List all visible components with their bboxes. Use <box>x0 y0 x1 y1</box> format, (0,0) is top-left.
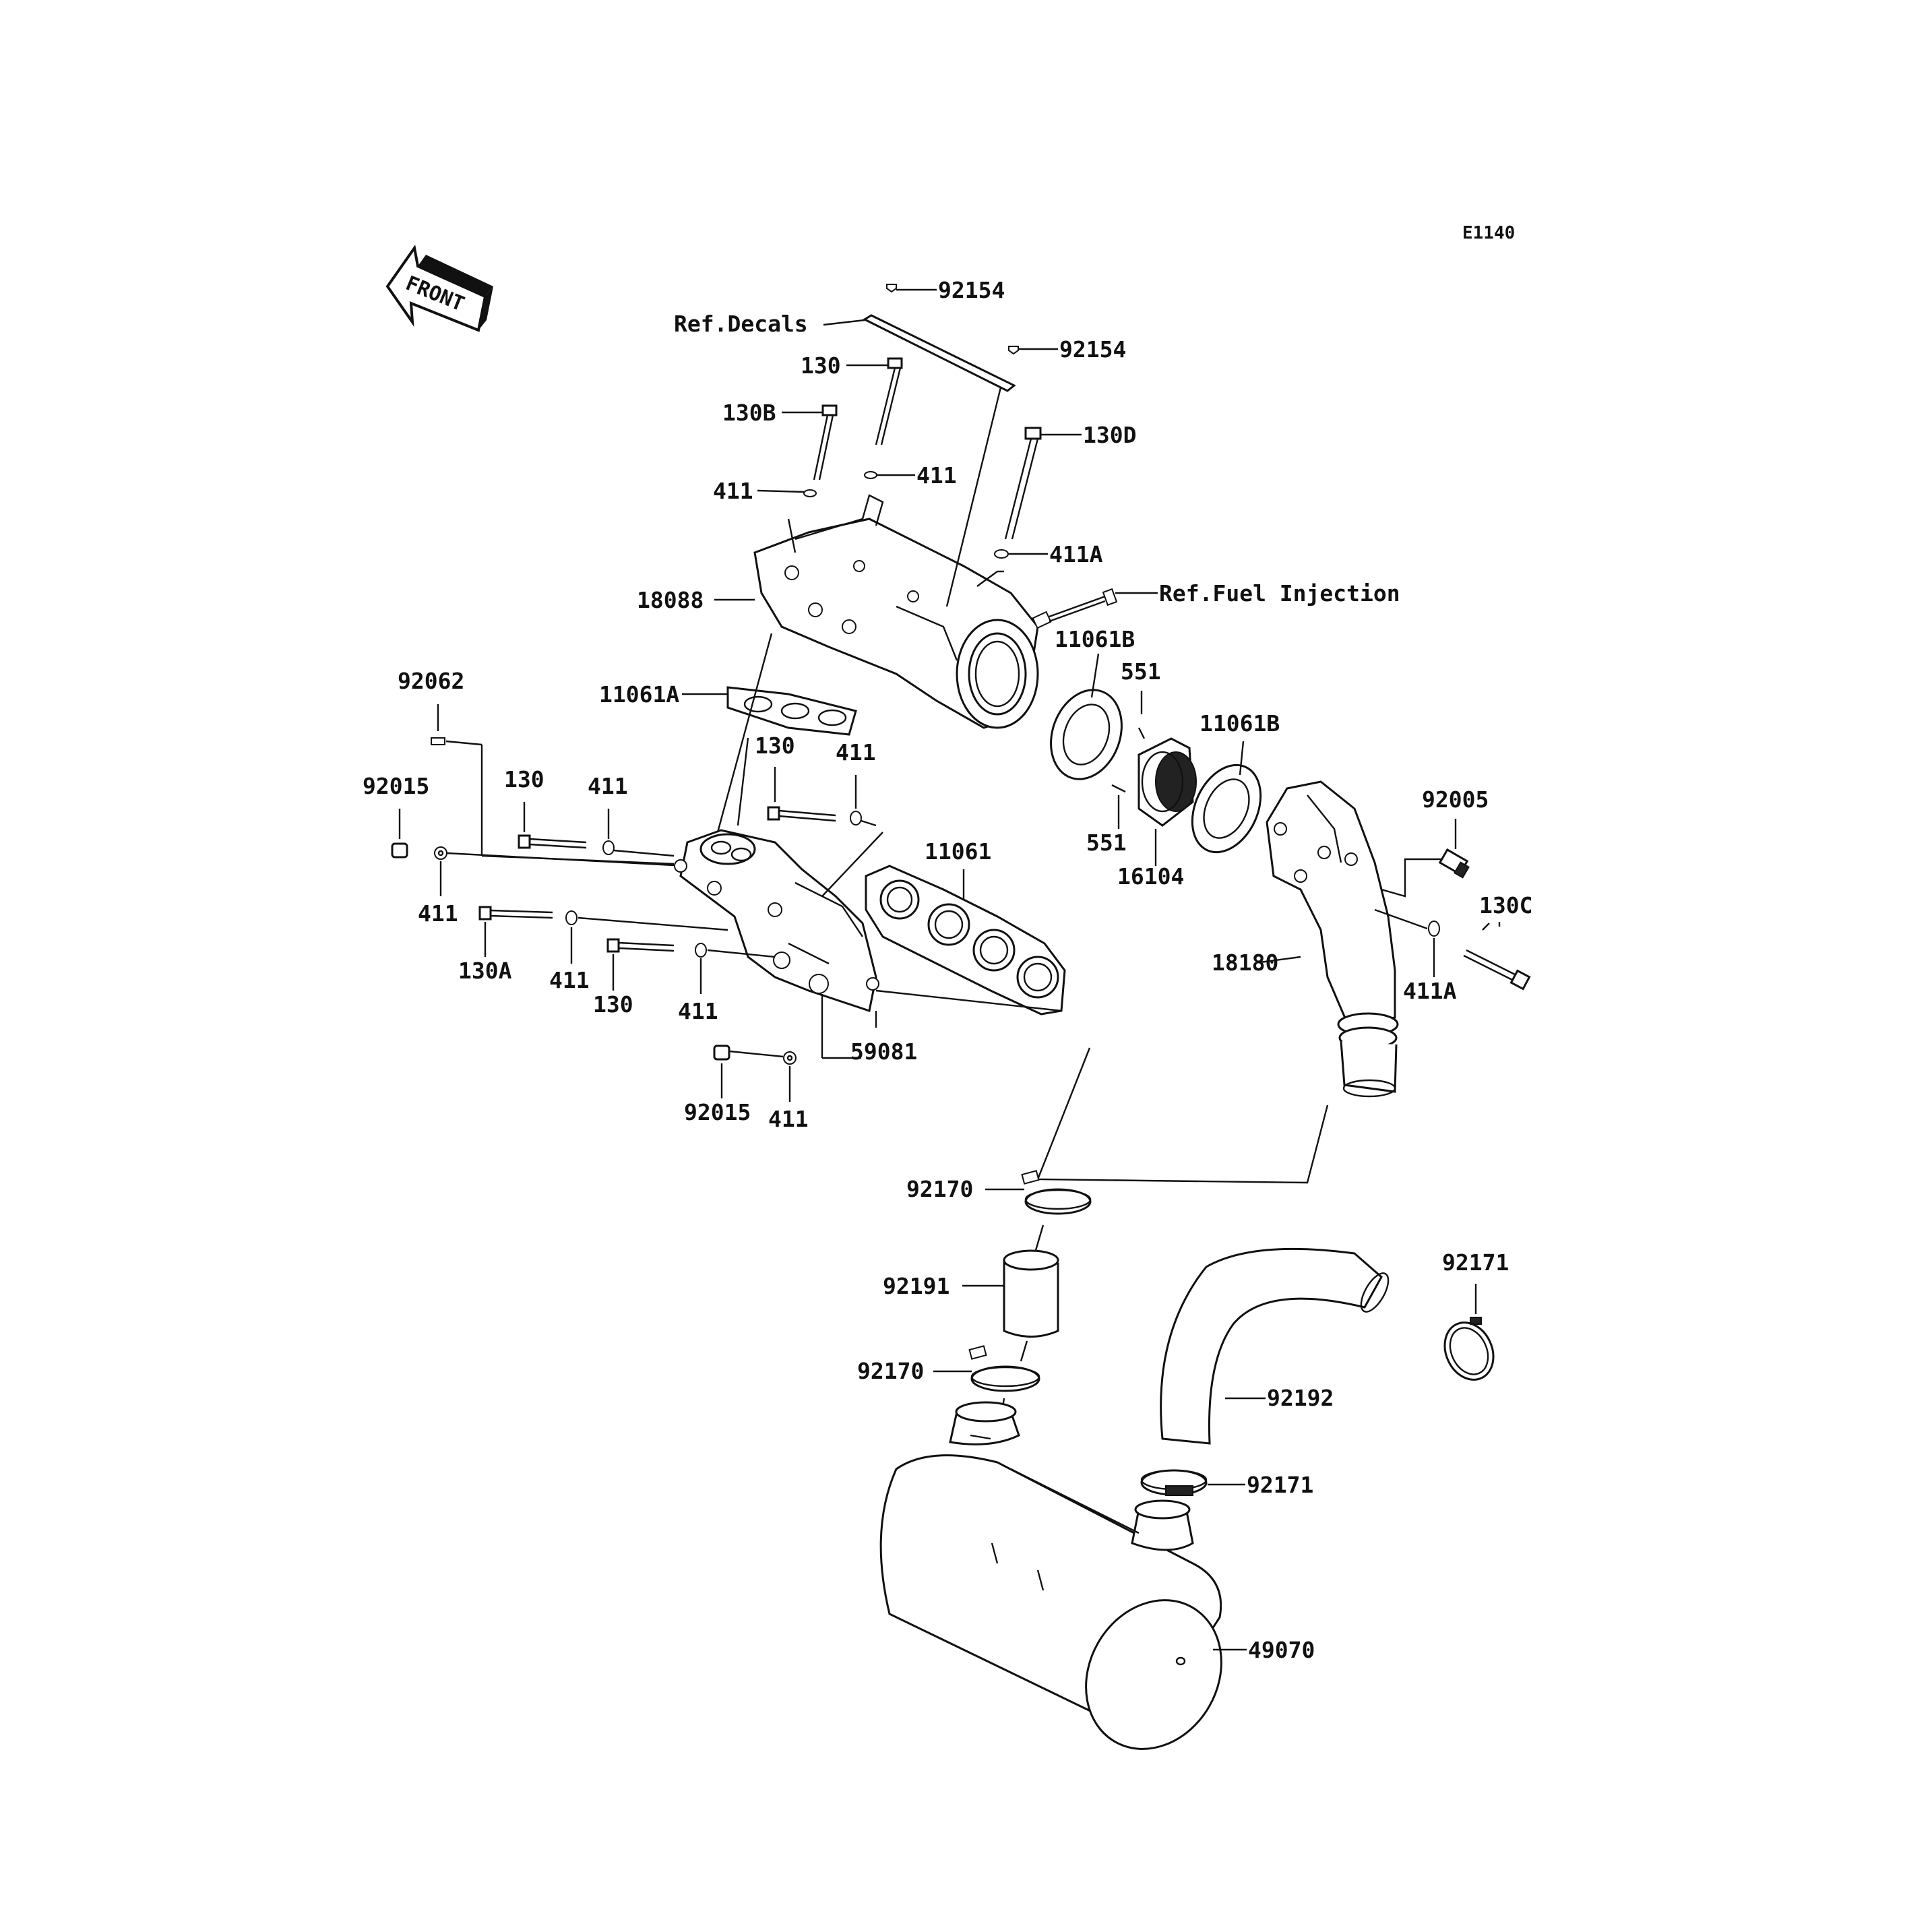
part-label: 411 <box>836 739 876 766</box>
clamp-92170-bottom <box>968 1345 1040 1392</box>
part-label: 59081 <box>850 1038 917 1065</box>
clamp-92171-bottom <box>1140 1469 1208 1496</box>
part-label: 130C <box>1479 892 1532 918</box>
bolt-130-top <box>875 357 903 445</box>
clamp-92171-top <box>1443 1317 1495 1381</box>
screen-flange-16104 <box>1138 737 1197 827</box>
part-label: 411 <box>678 998 718 1024</box>
part-label: 92062 <box>398 668 464 694</box>
muffler-49070 <box>879 1401 1222 1750</box>
washer-411-left <box>803 489 817 497</box>
part-label: 411 <box>713 478 753 504</box>
part-label: 92191 <box>883 1273 949 1299</box>
gasket-11061B-right <box>1191 764 1262 854</box>
diagram-code: E1140 <box>1462 223 1515 243</box>
part-label: 11061 <box>925 838 991 865</box>
gasket-11061A <box>726 686 857 736</box>
hose-92192 <box>1160 1247 1390 1445</box>
part-label: 92154 <box>938 277 1005 303</box>
part-label: 411 <box>588 773 628 799</box>
ref-fuel-injection-label: Ref.Fuel Injection <box>1159 580 1400 606</box>
gasket-11061B-left <box>1050 689 1123 780</box>
ref-decals-label: Ref.Decals <box>674 311 808 337</box>
part-label: 11061A <box>599 681 679 708</box>
washer-411-c <box>695 943 707 958</box>
stud-92062 <box>431 737 445 745</box>
washer-411A-right <box>1428 921 1440 937</box>
washer-411-mid <box>850 811 862 825</box>
fitting-92005 <box>1438 848 1470 879</box>
part-label: 92015 <box>363 773 429 799</box>
part-label: 130A <box>458 958 512 984</box>
part-label: 411A <box>1403 978 1457 1004</box>
part-label: 130D <box>1083 422 1136 448</box>
bolt-130D <box>1004 427 1042 540</box>
bolt-130B <box>813 404 838 480</box>
part-label: 49070 <box>1248 1637 1315 1663</box>
part-label: 92015 <box>684 1099 751 1125</box>
pin-551-top <box>1138 727 1146 739</box>
screw-92154-mid <box>1008 346 1019 355</box>
part-label: 92170 <box>857 1358 924 1384</box>
part-label: 130 <box>504 766 544 792</box>
part-label: 551 <box>1086 830 1127 856</box>
part-label: 18180 <box>1212 949 1278 976</box>
part-label: 11061B <box>1199 710 1280 737</box>
part-label: 130B <box>722 400 776 426</box>
pin-551-bottom <box>1111 784 1126 793</box>
part-label: 92192 <box>1267 1385 1334 1411</box>
part-label: 92171 <box>1247 1472 1313 1498</box>
nut-92015-left <box>391 842 408 859</box>
part-label: 411 <box>549 967 590 993</box>
washer-411-b <box>565 910 578 925</box>
part-label: 411 <box>916 462 957 489</box>
washer-411-row-left <box>434 846 447 860</box>
front-direction-arrow-icon: FRONT <box>385 244 493 332</box>
part-label: 16104 <box>1117 863 1184 890</box>
screw-92154-top <box>886 284 897 293</box>
washer-411-d <box>783 1051 797 1065</box>
part-label: 130 <box>593 991 633 1018</box>
part-label: 551 <box>1121 658 1161 685</box>
bolt-130-mid <box>767 806 836 822</box>
part-label: 92171 <box>1442 1249 1509 1276</box>
part-label: 411 <box>768 1106 809 1132</box>
bolt-130-b <box>606 938 675 953</box>
part-label: 92005 <box>1422 786 1489 813</box>
part-label: 11061B <box>1055 626 1135 652</box>
exhaust-manifold-59081 <box>674 829 879 1012</box>
exhaust-elbow-18180 <box>1266 780 1399 1098</box>
decal-plate <box>862 314 1016 392</box>
part-label: 130 <box>755 733 795 759</box>
clamp-92170-top <box>1021 1170 1092 1215</box>
part-label: 92170 <box>906 1176 973 1202</box>
sleeve-92191 <box>1003 1249 1059 1338</box>
exhaust-manifold-18088 <box>753 494 1039 729</box>
washer-411-row-mid <box>602 840 615 855</box>
part-label: 18088 <box>637 587 704 613</box>
part-label: 411A <box>1049 541 1103 567</box>
bolt-130A <box>478 906 553 921</box>
bolt-130-row-left <box>518 834 587 849</box>
fuel-injection-sensor <box>1032 588 1118 629</box>
part-label: 92154 <box>1059 336 1126 363</box>
washer-411A-top <box>994 549 1009 559</box>
part-label: 411 <box>418 900 458 927</box>
part-label: 130 <box>801 352 841 379</box>
nut-92015-bottom <box>713 1045 730 1061</box>
bolt-130C <box>1463 949 1531 991</box>
washer-411-right <box>864 471 877 479</box>
